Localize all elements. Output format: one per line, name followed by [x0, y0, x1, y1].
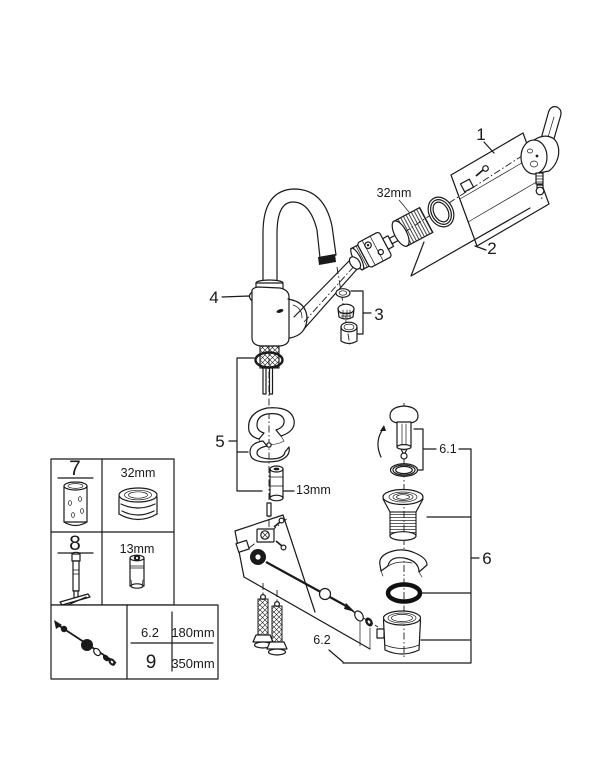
aerator-sleeve [340, 321, 358, 345]
table-tool-8-no: 8 [69, 532, 81, 555]
dim-13mm-label: 13mm [296, 483, 331, 497]
callout-2: 2 [487, 239, 496, 258]
table-tool-7-size: 32mm [121, 466, 156, 480]
drain-flange [382, 488, 424, 541]
table-rod-ref-62: 6.2 [141, 625, 159, 640]
construction-lines [221, 132, 550, 664]
handle-assembly [459, 106, 562, 196]
pull-rod-pin [266, 502, 272, 517]
handle-screw [482, 165, 489, 172]
tools-table [50, 458, 219, 680]
mounting-assembly [248, 345, 295, 517]
handle-set-screw [535, 172, 544, 185]
tool-8-image [59, 551, 91, 606]
callout-6: 6 [482, 549, 491, 568]
threaded-shank [259, 345, 280, 369]
shank-oring [254, 351, 284, 369]
drain-lower-body [376, 610, 422, 655]
aerator-assembly [335, 288, 358, 345]
callout-4: 4 [209, 288, 218, 307]
callout-labels: 1 2 3 4 5 6 6.1 6.2 32mm 13mm [209, 125, 496, 647]
drain-saddle-clamp [379, 549, 428, 578]
callout-1: 1 [476, 125, 485, 144]
callout-6-2: 6.2 [313, 633, 330, 647]
callout-3: 3 [374, 305, 383, 324]
aerator-washer [335, 288, 351, 298]
table-tool-8-size: 13mm [120, 542, 155, 556]
popup-plug [377, 405, 419, 477]
pull-rod [265, 561, 349, 608]
table-tool-7-no: 7 [69, 457, 81, 480]
adapter-nut [459, 178, 475, 193]
tool-7-image [63, 481, 88, 527]
mounting-nut-13mm [269, 465, 284, 502]
rod-linkage [235, 517, 373, 656]
supply-hoses [252, 593, 288, 656]
table-labels: 7 32mm 8 13mm 6.2 180mm 9 350mm [69, 457, 215, 673]
horseshoe-spacer [248, 407, 295, 440]
cartridge-nut-32mm [391, 206, 434, 248]
dim-32mm-label: 32mm [377, 186, 412, 200]
cartridge-assembly [350, 196, 455, 271]
callout-6-1: 6.1 [439, 442, 456, 456]
rotation-arrow [377, 428, 384, 458]
plug-seal [389, 463, 419, 477]
faucet-body [251, 188, 362, 347]
pivot-block [235, 517, 287, 553]
table-rod-ref-9: 9 [146, 652, 157, 673]
waste-assembly [376, 488, 428, 655]
rod-9-image [54, 620, 117, 666]
handle-dome-cap [535, 186, 545, 196]
table-rod-length-350: 350mm [171, 656, 214, 671]
spout-outlet [318, 254, 336, 265]
spare-13mm-image [129, 554, 145, 589]
drain-oring [385, 582, 423, 604]
aerator-insert [337, 303, 355, 320]
spare-32mm-image [118, 487, 158, 521]
rod-ball-joint [318, 587, 332, 601]
callout-5: 5 [215, 432, 224, 451]
table-rod-length-180: 180mm [171, 625, 214, 640]
trim-ring [427, 196, 455, 228]
